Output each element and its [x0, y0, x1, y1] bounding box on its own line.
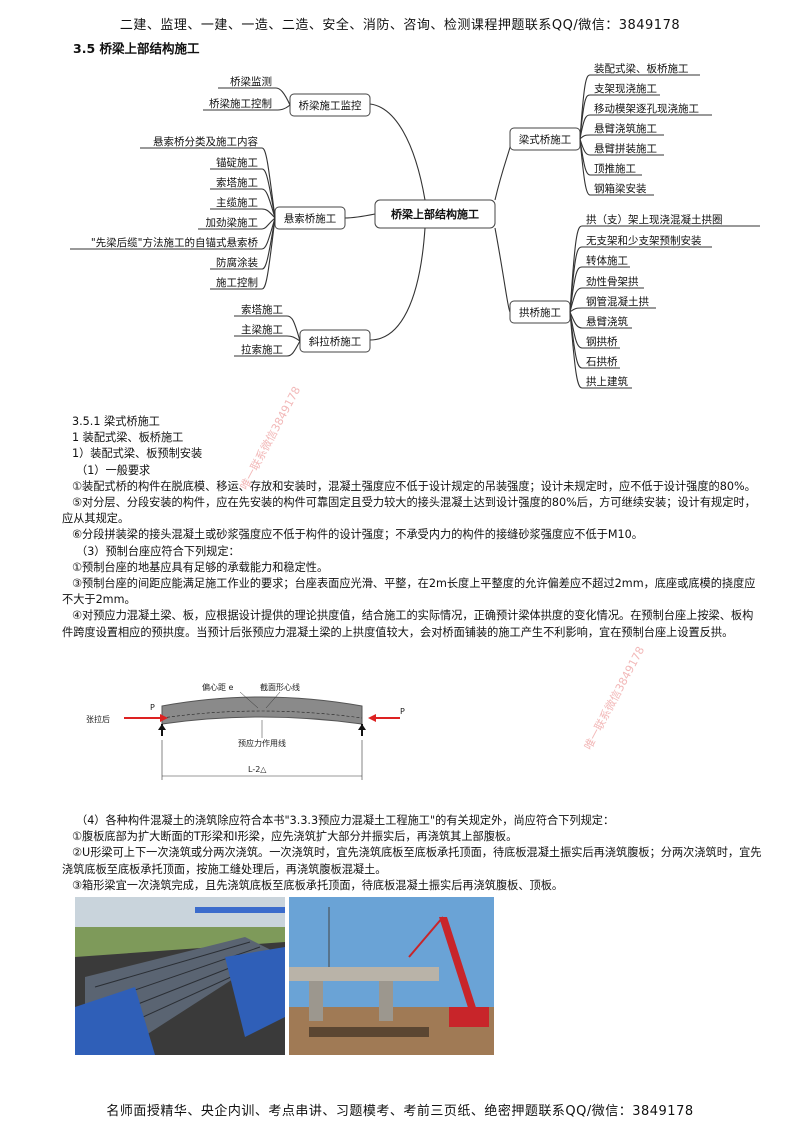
arch-child-5: 悬臂浇筑 [586, 315, 628, 328]
arch-child-1: 无支架和少支架预制安装 [586, 234, 702, 247]
link-cable [369, 227, 426, 341]
arch-child-2: 转体施工 [586, 254, 628, 267]
arch-child-0: 拱（支）架上现浇混凝土拱圈 [586, 213, 723, 226]
header-banner: 二建、监理、一建、一造、二造、安全、消防、咨询、检测课程押题联系QQ/微信：38… [119, 18, 681, 33]
girder-child-2: 移动模架逐孔现浇施工 [594, 102, 699, 115]
heading-general: （1）一般要求 [76, 463, 151, 477]
paragraph: ①预制台座的地基应具有足够的承载能力和稳定性。 [72, 560, 329, 574]
watermark-2: 唯一联系微信3849178 [581, 644, 648, 753]
link-arch [494, 227, 511, 313]
girder-child-1: 支架现浇施工 [594, 82, 657, 95]
label-prestress: 预应力作用线 [238, 738, 286, 748]
suspension-child-6: 防腐涂装 [216, 256, 258, 269]
link-girder [494, 137, 512, 201]
mindmap: 桥梁上部结构施工 桥梁施工监控 桥梁监测 桥梁施工控制 悬索桥施工 悬索桥分类及… [0, 52, 800, 402]
link-monitor [369, 103, 426, 201]
branch-arch-label: 拱桥施工 [519, 306, 561, 319]
footer-banner: 名师面授精华、央企内训、考点串讲、习题模考、考前三页纸、绝密押题联系QQ/微信：… [106, 1104, 694, 1119]
body-text-block-2: （4）各种构件混凝土的浇筑除应符合本书"3.3.3预应力混凝土工程施工"的有关规… [62, 813, 762, 894]
suspension-child-7: 施工控制 [216, 276, 258, 289]
branch-suspension-label: 悬索桥施工 [284, 212, 337, 225]
suspension-child-0: 悬索桥分类及施工内容 [153, 135, 258, 148]
arch-child-6: 钢拱桥 [586, 335, 618, 348]
link-monitor-c0 [275, 87, 291, 106]
beam-shape [161, 696, 363, 725]
label-p-left: P [150, 703, 155, 712]
section-title: 3.5 桥梁上部结构施工 [73, 41, 200, 56]
heading-item-1: 1 装配式梁、板桥施工 [72, 431, 184, 445]
heading-pouring: （4）各种构件混凝土的浇筑除应符合本书"3.3.3预应力混凝土工程施工"的有关规… [76, 814, 615, 827]
support-left [158, 724, 166, 730]
label-centroid: 截面形心线 [260, 682, 300, 692]
paragraph: ③预制台座的间距应能满足施工作业的要求；台座表面应光滑、平整，在2m长度上平整度… [62, 577, 756, 607]
branch-girder-label: 梁式桥施工 [519, 133, 572, 146]
arch-child-4: 钢管混凝土拱 [586, 295, 649, 308]
label-tension: 张拉后 [86, 714, 110, 724]
cable-child-0: 索塔施工 [241, 303, 283, 316]
link-monitor-c1 [275, 104, 291, 111]
label-span: L-2△ [248, 765, 267, 774]
arch-child-7: 石拱桥 [586, 355, 618, 368]
mindmap-center-label: 桥梁上部结构施工 [391, 207, 479, 221]
girder-child-4: 悬臂拼装施工 [594, 142, 657, 155]
suspension-child-3: 主缆施工 [216, 196, 258, 209]
girder-child-0: 装配式梁、板桥施工 [594, 62, 689, 75]
arch-child-3: 劲性骨架拱 [586, 275, 639, 288]
link-suspension [344, 213, 376, 219]
mindmap-center-node [374, 199, 496, 229]
photo-precast-yard [75, 897, 285, 1055]
heading-sub-1: 1）装配式梁、板预制安装 [72, 447, 203, 461]
paragraph: ①腹板底部为扩大断面的T形梁和I形梁，应先浇筑扩大部分并振实后，再浇筑其上部腹板… [72, 830, 518, 844]
camber-diagram: 偏心距 e 截面形心线 张拉后 P P 预应力作用线 L-2△ [80, 680, 420, 790]
paragraph: ⑥分段拼装梁的接头混凝土或砂浆强度应不低于构件的设计强度；不承受内力的构件的接缝… [72, 528, 643, 542]
monitor-child-0: 桥梁监测 [230, 75, 272, 88]
mindmap-svg: 桥梁上部结构施工 桥梁施工监控 桥梁监测 桥梁施工控制 悬索桥施工 悬索桥分类及… [70, 62, 760, 389]
heading-pedestal: （3）预制台座应符合下列规定： [76, 544, 240, 558]
suspension-child-5: "先梁后缆"方法施工的自锚式悬索桥 [91, 236, 259, 249]
link-susp-c0 [261, 147, 276, 219]
paragraph: ②U形梁可上下一次浇筑或分两次浇筑。一次浇筑时，宜先浇筑底板至底板承托顶面，待底… [62, 846, 762, 876]
support-right [358, 724, 366, 730]
heading-3-5-1: 3.5.1 梁式桥施工 [72, 415, 160, 428]
girder-child-5: 顶推施工 [594, 162, 636, 175]
cable-child-1: 主梁施工 [241, 323, 283, 336]
girder-child-3: 悬臂浇筑施工 [594, 122, 657, 135]
girder-child-6: 钢箱梁安装 [594, 182, 647, 195]
label-p-right: P [400, 707, 405, 716]
camber-diagram-svg: 偏心距 e 截面形心线 张拉后 P P 预应力作用线 L-2△ [86, 682, 405, 780]
suspension-child-2: 索塔施工 [216, 176, 258, 189]
monitor-child-1: 桥梁施工控制 [209, 97, 272, 110]
photo-crane-installation [289, 897, 494, 1055]
branch-monitor-label: 桥梁施工监控 [299, 99, 362, 112]
body-text-block-1: 3.5.1 梁式桥施工 1 装配式梁、板桥施工 1）装配式梁、板预制安装 （1）… [62, 414, 762, 641]
suspension-child-4: 加劲梁施工 [206, 216, 259, 229]
arch-child-8: 拱上建筑 [586, 375, 628, 388]
prestress-line [161, 710, 363, 719]
cable-child-2: 拉索施工 [241, 343, 283, 356]
label-eccentric: 偏心距 e [202, 682, 234, 692]
paragraph: ④对预应力混凝土梁、板，应根据设计提供的理论拱度值，结合施工的实际情况，正确预计… [62, 609, 754, 639]
suspension-child-1: 锚碇施工 [216, 156, 258, 169]
paragraph: ③箱形梁宜一次浇筑完成，且先浇筑底板至底板承托顶面，待底板混凝土振实后再浇筑腹板… [72, 878, 564, 892]
paragraph: ⑤对分层、分段安装的构件，应在先安装的构件可靠固定且受力较大的接头混凝土达到设计… [62, 496, 756, 526]
branch-cable-label: 斜拉桥施工 [309, 335, 362, 348]
paragraph: ①装配式桥的构件在脱底模、移运、存放和安装时，混凝土强度应不低于设计规定的吊装强… [72, 479, 756, 493]
